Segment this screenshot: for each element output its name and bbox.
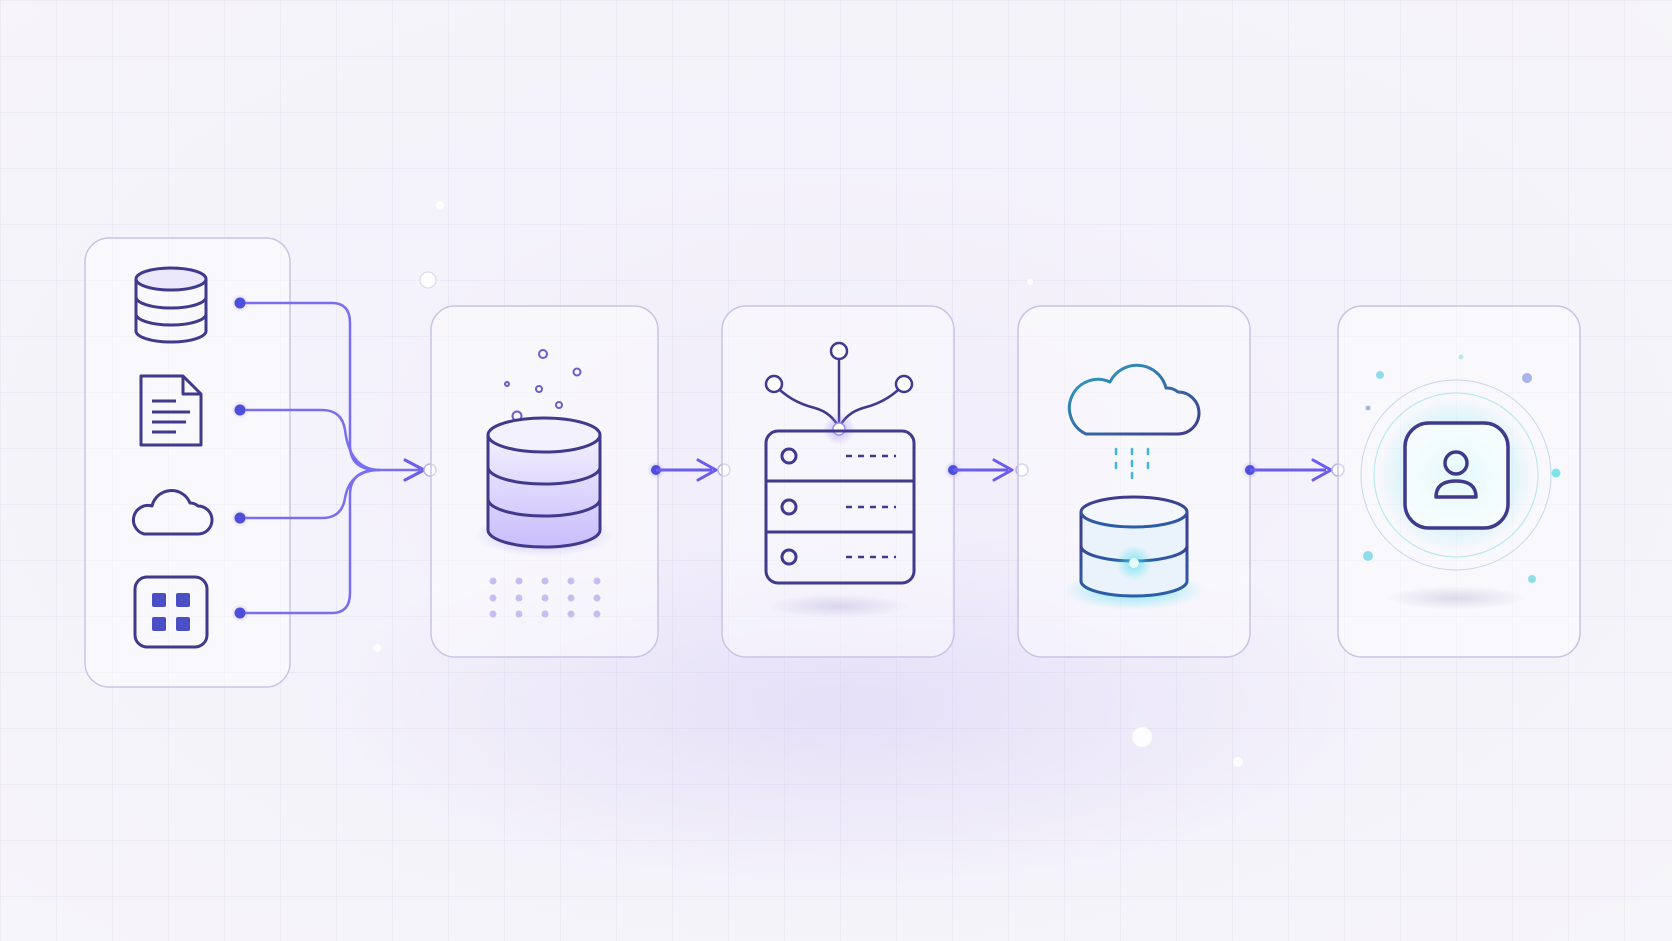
dot-matrix <box>489 577 601 618</box>
process-card <box>721 305 955 658</box>
database-icon <box>486 416 602 549</box>
server-rack-icon <box>764 429 916 585</box>
ingest-card <box>430 305 659 658</box>
data-rain <box>1114 447 1150 480</box>
database-icon <box>134 266 208 344</box>
halo-particles <box>1363 354 1561 583</box>
store-card <box>1017 305 1251 658</box>
connector-ingest-to-process <box>647 458 731 482</box>
cloud-icon <box>131 489 214 536</box>
sources-card <box>84 237 291 688</box>
connector-process-to-store <box>944 458 1029 482</box>
arrow-into-ingest <box>403 458 437 482</box>
background-sparkles <box>373 201 1243 767</box>
connector-store-to-deliver <box>1241 458 1345 482</box>
cloud-icon <box>1067 363 1201 436</box>
deliver-card <box>1337 305 1581 658</box>
document-icon <box>139 374 203 447</box>
source-connectors <box>240 301 420 615</box>
source-connector-dots <box>231 294 249 622</box>
user-profile-icon <box>1403 421 1510 530</box>
apps-grid-icon <box>133 575 209 649</box>
